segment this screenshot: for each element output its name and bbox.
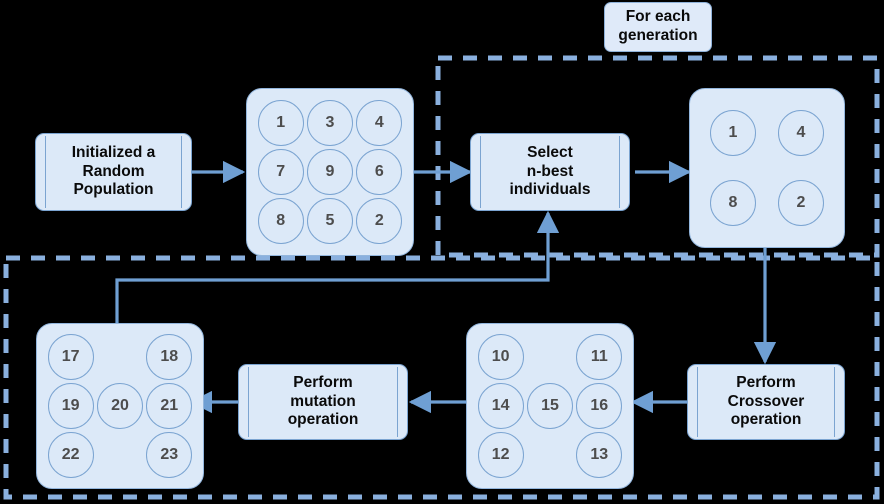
grid-cell-empty <box>525 430 574 479</box>
grid-cell: 4 <box>767 98 835 168</box>
grid-cell: 17 <box>46 333 95 382</box>
individual-circle: 8 <box>710 180 756 226</box>
edge-feedback-to-select <box>115 210 560 323</box>
individual-circle: 10 <box>477 334 524 381</box>
grid-cell-empty <box>95 333 144 382</box>
individual-circle: 5 <box>306 198 353 245</box>
individual-circle: 1 <box>257 99 304 146</box>
annotation-for-each-generation: For each generation <box>604 2 712 52</box>
node-initialized-random-population[interactable]: Initialized a Random Population <box>35 133 192 211</box>
dashed-region-top <box>435 55 880 258</box>
grid-cell: 18 <box>145 333 194 382</box>
grid-cell: 20 <box>95 382 144 431</box>
process-bar-right <box>397 367 398 437</box>
individual-circle: 12 <box>477 431 524 478</box>
grid-cell: 16 <box>575 382 624 431</box>
grid-cell-empty <box>525 333 574 382</box>
process-bar-left <box>480 136 481 208</box>
individual-circle: 17 <box>47 334 94 381</box>
individual-circle: 11 <box>576 334 623 381</box>
individual-circle: 19 <box>47 382 94 429</box>
grid-cell: 9 <box>305 147 354 196</box>
node-label: Initialized a Random Population <box>71 143 156 199</box>
individual-circle: 21 <box>146 382 193 429</box>
individual-circle: 2 <box>778 180 824 226</box>
individual-circle: 15 <box>526 382 573 429</box>
grid-cell: 2 <box>355 197 404 246</box>
individual-circle: 16 <box>576 382 623 429</box>
grid-cell: 15 <box>525 382 574 431</box>
grid-cell: 11 <box>575 333 624 382</box>
process-bar-left <box>45 136 46 208</box>
node-perform-mutation-operation[interactable]: Perform mutation operation <box>238 364 408 440</box>
node-select-n-best-individuals[interactable]: Select n-best individuals <box>470 133 630 211</box>
node-label: Perform mutation operation <box>287 373 359 429</box>
grid-cell: 1 <box>256 98 305 147</box>
individual-circle: 8 <box>257 198 304 245</box>
grid-cell: 1 <box>699 98 767 168</box>
grid-cell: 22 <box>46 430 95 479</box>
individual-circle: 9 <box>306 148 353 195</box>
process-bar-left <box>697 367 698 437</box>
grid-cell: 8 <box>699 168 767 238</box>
grid-cell: 3 <box>305 98 354 147</box>
grid-cell: 23 <box>145 430 194 479</box>
grid-cell: 5 <box>305 197 354 246</box>
grid-cell: 21 <box>145 382 194 431</box>
grid-cell: 2 <box>767 168 835 238</box>
individual-circle: 13 <box>576 431 623 478</box>
grid-cell: 6 <box>355 147 404 196</box>
individual-circle: 23 <box>146 431 193 478</box>
individual-circle: 1 <box>710 110 756 156</box>
individual-circle: 4 <box>356 99 403 146</box>
node-label: Perform Crossover operation <box>727 373 805 429</box>
individual-circle: 3 <box>306 99 353 146</box>
grid-cell: 4 <box>355 98 404 147</box>
grid-cell: 13 <box>575 430 624 479</box>
node-label: Select n-best individuals <box>509 143 591 199</box>
grid-cell: 8 <box>256 197 305 246</box>
individual-circle: 18 <box>146 334 193 381</box>
grid-cell: 12 <box>476 430 525 479</box>
grid-cell: 10 <box>476 333 525 382</box>
individual-circle: 2 <box>356 198 403 245</box>
process-bar-right <box>619 136 620 208</box>
individual-circle: 20 <box>96 382 143 429</box>
individual-circle: 22 <box>47 431 94 478</box>
process-bar-right <box>181 136 182 208</box>
grid-cell: 14 <box>476 382 525 431</box>
individual-circle: 6 <box>356 148 403 195</box>
individual-circle: 4 <box>778 110 824 156</box>
grid-cell: 7 <box>256 147 305 196</box>
individual-circle: 7 <box>257 148 304 195</box>
individual-circle: 14 <box>477 382 524 429</box>
process-bar-right <box>834 367 835 437</box>
dashed-region-bottom <box>3 255 880 500</box>
node-perform-crossover-operation[interactable]: Perform Crossover operation <box>687 364 845 440</box>
process-bar-left <box>248 367 249 437</box>
grid-cell-empty <box>95 430 144 479</box>
grid-cell: 19 <box>46 382 95 431</box>
